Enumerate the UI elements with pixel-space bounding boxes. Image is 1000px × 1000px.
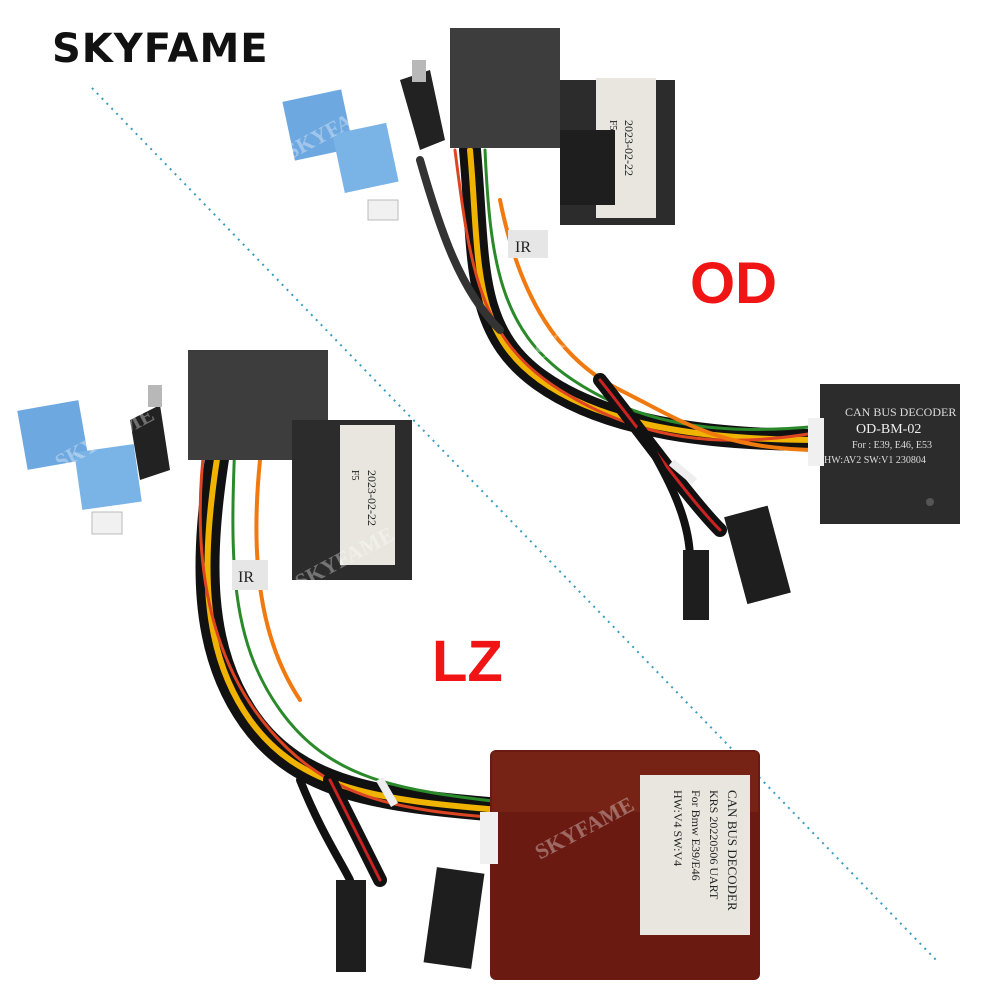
lz-harness-connector-label: F5 [349, 470, 360, 481]
od-decoder-line1: CAN BUS DECODER [845, 405, 956, 419]
od-harness-connector-label: F5 [607, 120, 618, 131]
watermark-2: SKYFAME [531, 291, 638, 364]
od-decoder-box [820, 384, 960, 524]
lz-ir-tag: IR [238, 569, 254, 586]
variant-label-od: OD [690, 251, 777, 316]
od-harness-date: 2023-02-22 [622, 120, 636, 176]
lz-decoder-line4: HW:V4 SW:V4 [671, 790, 685, 866]
brand-logo: SKYFAME [52, 26, 269, 72]
variant-label-lz: LZ [432, 629, 503, 694]
od-decoder-version: HW:AV2 SW:V1 230804 [824, 455, 926, 466]
lz-harness-date: 2023-02-22 [365, 470, 379, 526]
od-decoder-model: OD-BM-02 [856, 422, 921, 437]
lz-decoder-line3: For Bmw E39/E46 [689, 790, 703, 881]
od-harness: F5 2023-02-22 IR CAN BUS DECODER OD-BM-0… [282, 28, 960, 620]
od-ir-tag: IR [515, 239, 531, 256]
od-main-connector [450, 28, 560, 148]
od-decoder-fitment: For : E39, E46, E53 [852, 440, 932, 451]
lz-harness: F5 2023-02-22 IR CAN BUS DECODER KRS 202… [17, 350, 760, 980]
lz-decoder-line2: KRS 20220506 UART [707, 790, 721, 900]
lz-small-connector [336, 880, 366, 972]
od-small-connector [683, 550, 709, 620]
lz-blue-connector [17, 400, 89, 470]
lz-decoder-line1: CAN BUS DECODER [725, 790, 740, 911]
